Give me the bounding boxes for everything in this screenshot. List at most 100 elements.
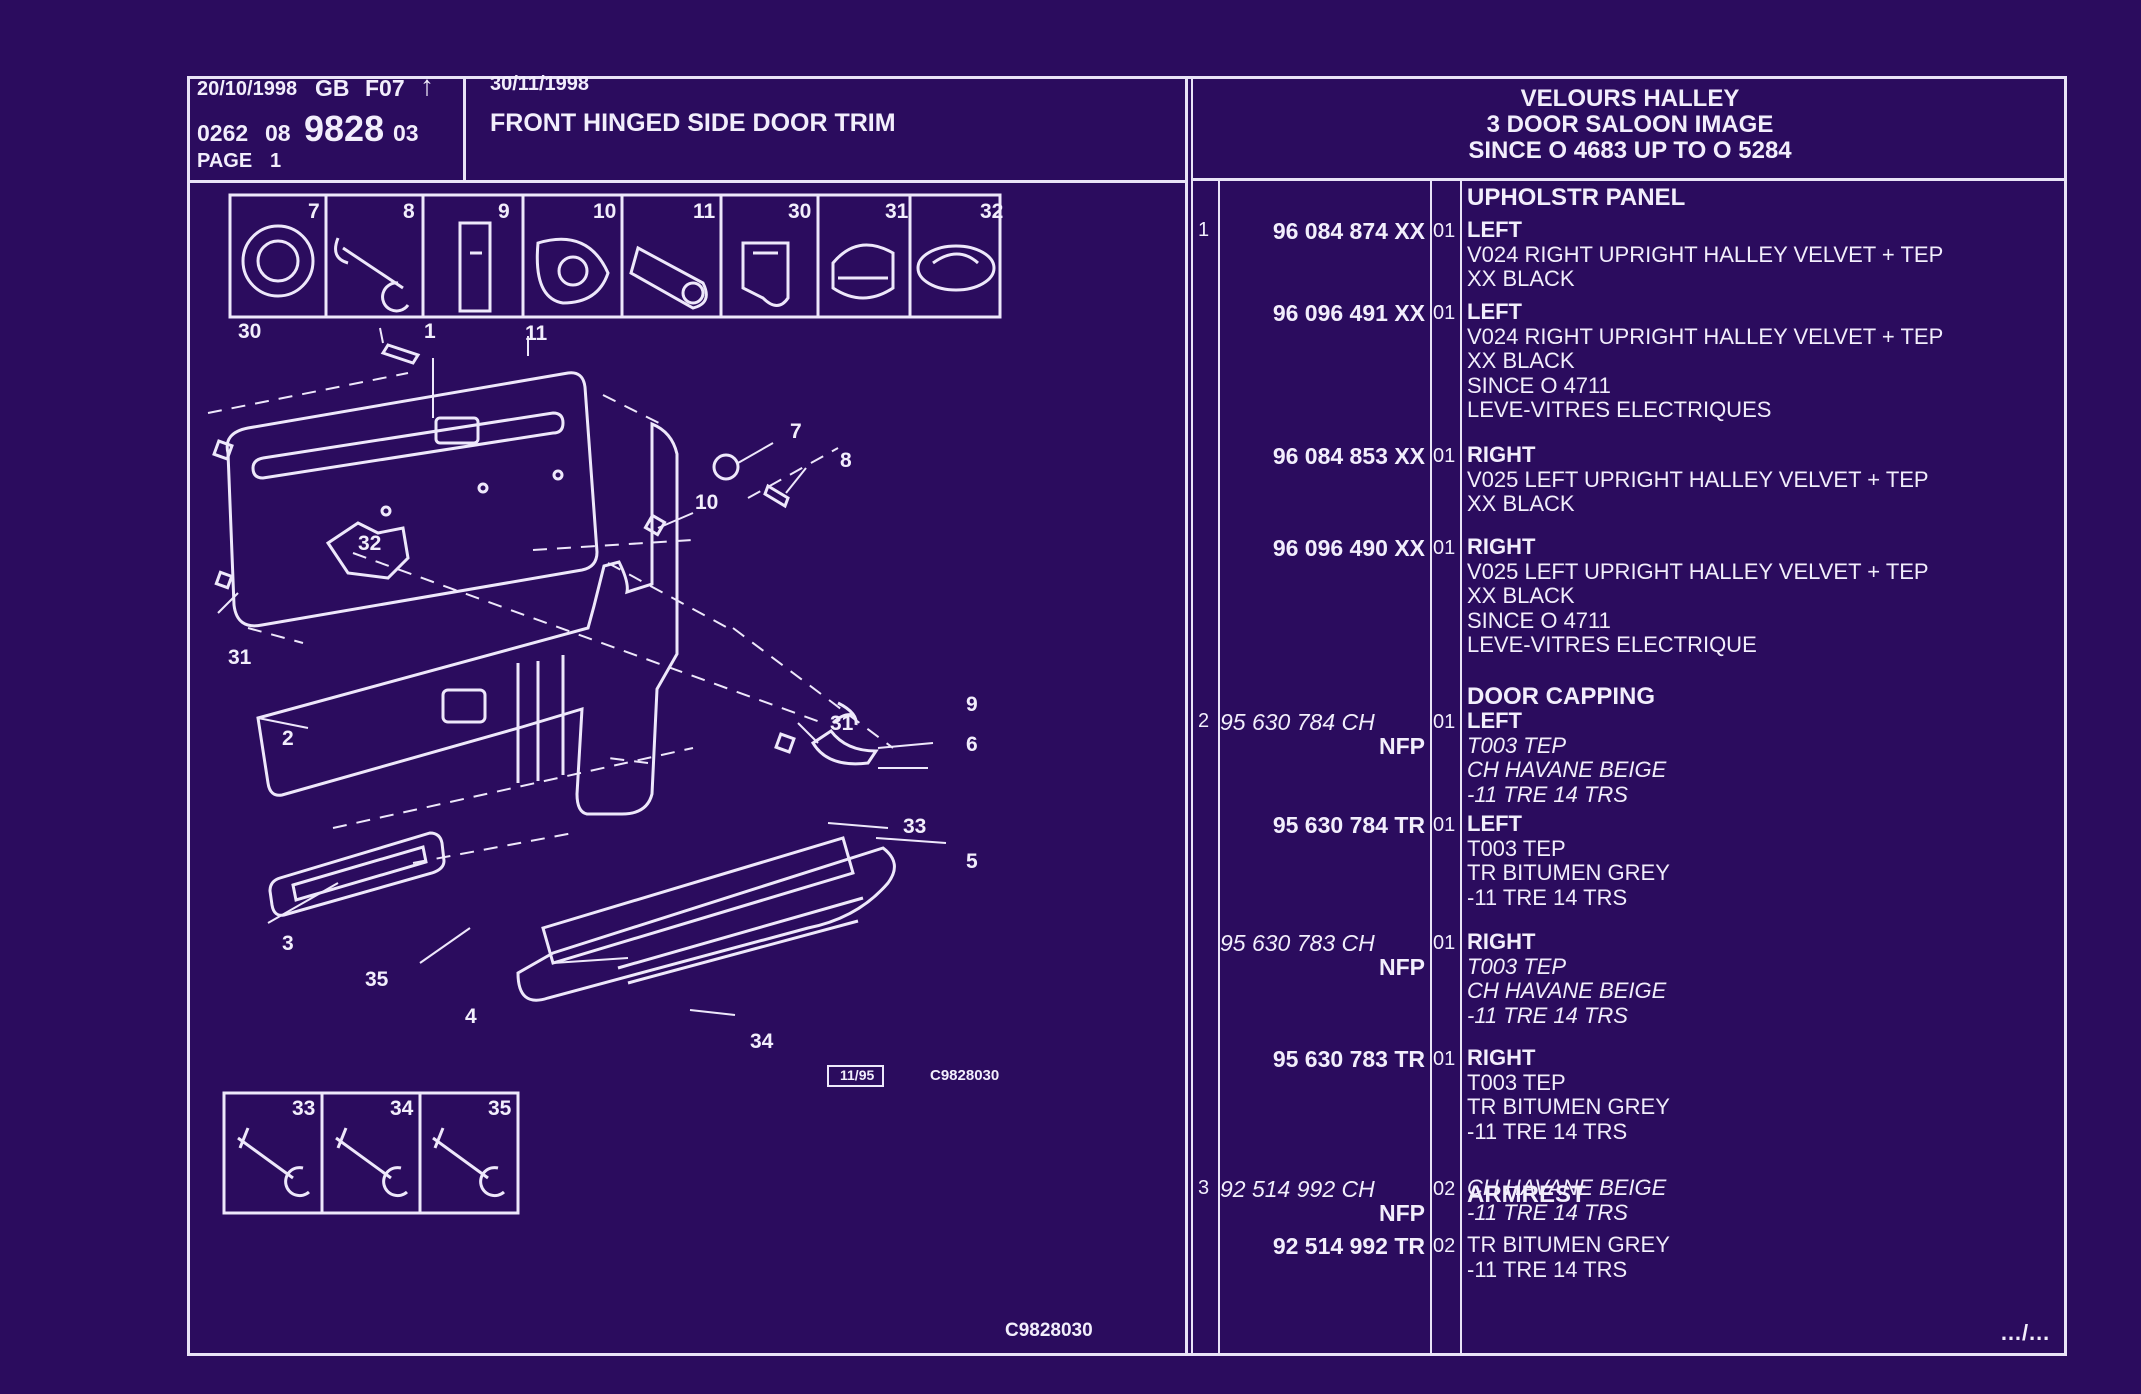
section-heading: UPHOLSTR PANEL	[1467, 184, 1686, 211]
center-divider	[1185, 77, 1188, 1355]
qty-column-line-right	[1460, 180, 1462, 1355]
callout-leaders	[217, 327, 947, 1016]
description-line: TR BITUMEN GREY	[1467, 1232, 1670, 1257]
vehicle-line-1: VELOURS HALLEY	[1520, 85, 1740, 112]
callout-6: 6	[966, 733, 978, 756]
door-pocket-drawing	[516, 836, 896, 1002]
thumb-label-32: 32	[980, 200, 1003, 223]
quantity: 01	[1433, 302, 1456, 324]
description-line: T003 TEP	[1467, 953, 1567, 979]
thumb-label-11: 11	[693, 200, 716, 223]
description-line: V025 LEFT UPRIGHT HALLEY VELVET + TEP	[1467, 466, 1929, 492]
ref-main: 9828	[304, 108, 385, 149]
callout-7: 7	[790, 420, 802, 443]
screw-thumbnail-strip	[222, 1091, 520, 1215]
stamp-code: C9828030	[930, 1067, 1000, 1084]
thumb-label-34: 34	[390, 1097, 414, 1120]
callout-31-right: 31	[830, 712, 854, 735]
thumb-labels: 7 8 9 10 11 30 31 32	[308, 200, 1003, 223]
part-number: 95 630 783 TR	[1272, 1046, 1425, 1072]
description-line: CH HAVANE BEIGE	[1467, 1175, 1667, 1200]
small-parts-drawing	[212, 343, 879, 766]
part-number: 96 096 490 XX	[1272, 535, 1425, 561]
item-number: 2	[1198, 710, 1210, 732]
callout-9: 9	[966, 693, 978, 716]
diagram-footer-code: C9828030	[1005, 1320, 1093, 1341]
part-description: CH HAVANE BEIGE-11 TRE 14 TRS	[1467, 1175, 1667, 1225]
callout-11: 11	[525, 322, 548, 345]
callout-33: 33	[903, 815, 927, 838]
side-label: LEFT	[1467, 299, 1522, 324]
part-description: TR BITUMEN GREY-11 TRE 14 TRS	[1467, 1232, 1670, 1282]
part-number: 95 630 783 CH	[1220, 930, 1375, 956]
description-line: T003 TEP	[1467, 835, 1566, 861]
qty-column-line-left	[1430, 180, 1432, 1355]
callout-10: 10	[695, 491, 719, 514]
description-line: -11 TRE 14 TRS	[1467, 781, 1628, 807]
page-number: 1	[270, 150, 282, 172]
description-line: CH HAVANE BEIGE	[1467, 757, 1667, 782]
description-line: V025 LEFT UPRIGHT HALLEY VELVET + TEP	[1467, 558, 1929, 584]
description-line: -11 TRE 14 TRS	[1467, 1002, 1628, 1028]
armrest-drawing	[268, 831, 446, 917]
ref-c: 03	[393, 120, 419, 146]
door-capping-drawing	[256, 421, 679, 816]
description-line: LEVE-VITRES ELECTRIQUE	[1467, 632, 1757, 657]
thumb-label-7: 7	[308, 200, 320, 223]
side-label: RIGHT	[1467, 929, 1536, 954]
header-cell-divider	[463, 77, 466, 181]
side-label: LEFT	[1467, 708, 1522, 733]
item-number: 1	[1198, 219, 1210, 241]
nfp-flag: NFP	[1379, 1200, 1425, 1226]
revision-date: 30/11/1998	[490, 73, 589, 95]
side-label: RIGHT	[1467, 442, 1536, 467]
item-column-line	[1218, 180, 1220, 1355]
thumb-label-33: 33	[292, 1097, 315, 1120]
thumb-label-8: 8	[403, 200, 415, 223]
quantity: 01	[1433, 445, 1456, 467]
callout-31-left: 31	[228, 646, 252, 669]
vehicle-line-3: SINCE O 4683 UP TO O 5284	[1468, 137, 1792, 164]
continued-marker: …/…	[2000, 1320, 2051, 1345]
description-line: -11 TRE 14 TRS	[1467, 1256, 1628, 1282]
side-label: LEFT	[1467, 811, 1522, 836]
description-line: XX BLACK	[1467, 491, 1575, 516]
nfp-flag: NFP	[1379, 954, 1425, 980]
stamp-date: 11/95	[840, 1067, 875, 1083]
thumb-label-10: 10	[593, 200, 616, 223]
upholstery-panel-drawing	[225, 371, 599, 628]
vehicle-line-2: 3 DOOR SALOON IMAGE	[1486, 111, 1774, 138]
section-code: F07	[365, 75, 405, 101]
assembly-leader-lines	[207, 372, 894, 864]
part-number: 95 630 784 TR	[1272, 812, 1425, 838]
callout-1: 1	[424, 320, 436, 343]
quantity: 01	[1433, 932, 1456, 954]
callout-4: 4	[465, 1005, 477, 1028]
description-line: V024 RIGHT UPRIGHT HALLEY VELVET + TEP	[1467, 323, 1944, 349]
part-number: 92 514 992 TR	[1272, 1233, 1425, 1259]
description-line: SINCE O 4711	[1467, 372, 1611, 398]
description-line: -11 TRE 14 TRS	[1467, 1118, 1628, 1144]
thumb-label-31: 31	[885, 200, 909, 223]
description-line: SINCE O 4711	[1467, 607, 1611, 633]
description-line: TR BITUMEN GREY	[1467, 860, 1670, 885]
catalog-page-frame	[187, 76, 2067, 1356]
quantity: 01	[1433, 220, 1456, 242]
thumb-label-9: 9	[498, 200, 510, 223]
header-divider-right	[1191, 178, 2067, 181]
up-arrow-icon: ↑	[420, 70, 434, 101]
country-code: GB	[315, 75, 350, 101]
nfp-flag: NFP	[1379, 733, 1425, 759]
callout-2: 2	[282, 727, 294, 750]
ref-b: 08	[265, 120, 291, 146]
description-line: LEVE-VITRES ELECTRIQUES	[1467, 397, 1772, 422]
callout-3: 3	[282, 932, 294, 955]
description-line: XX BLACK	[1467, 348, 1575, 373]
part-number: 92 514 992 CH	[1220, 1176, 1375, 1202]
description-line: XX BLACK	[1467, 266, 1575, 291]
